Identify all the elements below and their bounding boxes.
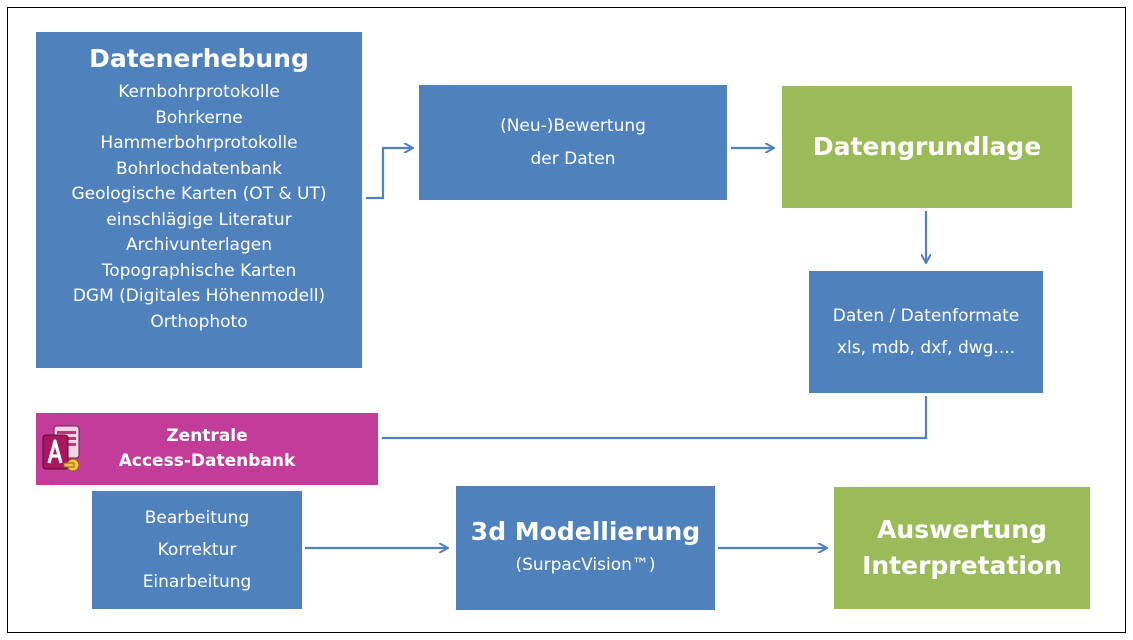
datenerhebung-item: DGM (Digitales Höhenmodell) xyxy=(72,286,326,306)
datenformate-box: Daten / Datenformate xls, mdb, dxf, dwg.… xyxy=(809,271,1043,393)
modellierung-title: 3d Modellierung xyxy=(470,517,701,547)
datenerhebung-item: Bohrkerne xyxy=(155,107,243,128)
datenerhebung-item: Hammerbohrprotokolle xyxy=(100,133,298,153)
datenformate-line2: xls, mdb, dxf, dwg.... xyxy=(836,338,1016,358)
datenerhebung-item: Orthophoto xyxy=(150,311,248,332)
access-line1: Zentrale xyxy=(166,425,248,446)
datenerhebung-item: Geologische Karten (OT & UT) xyxy=(71,184,327,204)
arrow-datenerhebung-to-bewertung xyxy=(366,148,412,200)
access-icon-graphic xyxy=(42,425,80,472)
auswertung-box: Auswertung Interpretation xyxy=(834,487,1090,609)
datenerhebung-box: Datenerhebung Kernbohrprotokolle Bohrker… xyxy=(36,32,362,368)
modellierung-box: 3d Modellierung (SurpacVision™) xyxy=(456,486,715,610)
bewertung-line2: der Daten xyxy=(530,148,616,169)
datenerhebung-title: Datenerhebung xyxy=(89,44,309,73)
bearbeitung-item: Einarbeitung xyxy=(142,572,252,593)
datenformate-line1: Daten / Datenformate xyxy=(832,305,1020,326)
bewertung-line1: (Neu-)Bewertung xyxy=(500,116,646,137)
datenerhebung-item: Kernbohrprotokolle xyxy=(118,82,280,102)
access-line2: Access-Datenbank xyxy=(118,451,296,471)
bewertung-box: (Neu-)Bewertung der Daten xyxy=(419,85,727,200)
datenerhebung-item: Archivunterlagen xyxy=(126,235,272,255)
bearbeitung-item: Korrektur xyxy=(157,539,237,560)
line-datenformate-to-access xyxy=(382,396,928,440)
datenerhebung-item: Topographische Karten xyxy=(101,260,297,281)
bearbeitung-box: Bearbeitung Korrektur Einarbeitung xyxy=(92,491,302,609)
access-box: Zentrale Access-Datenbank xyxy=(36,413,378,485)
diagram-frame xyxy=(7,7,1126,633)
datenerhebung-item: Bohrlochdatenbank xyxy=(115,158,282,179)
bearbeitung-item: Bearbeitung xyxy=(144,507,250,528)
datengrundlage-title: Datengrundlage xyxy=(812,132,1042,161)
datenerhebung-item: einschlägige Literatur xyxy=(106,209,292,230)
auswertung-line1: Auswertung xyxy=(877,515,1047,544)
datengrundlage-box: Datengrundlage xyxy=(782,86,1072,208)
auswertung-line2: Interpretation xyxy=(862,551,1062,580)
access-database-icon xyxy=(40,423,82,475)
modellierung-subtitle: (SurpacVision™) xyxy=(515,555,656,576)
